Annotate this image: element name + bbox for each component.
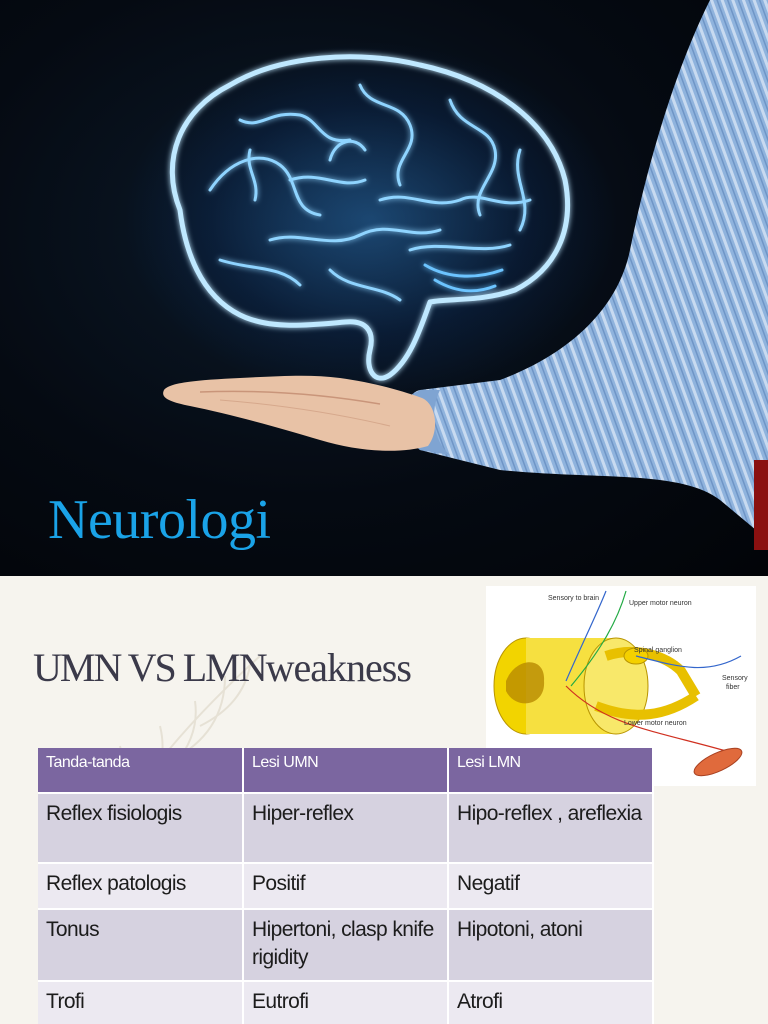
table-row: Trofi Eutrofi Atrofi (38, 980, 654, 1024)
label-sensory-fiber-1: Sensory (722, 675, 748, 682)
table-cell: Trofi (38, 980, 244, 1024)
table-cell: Atrofi (448, 980, 654, 1024)
title-part-2: weakness (265, 645, 412, 690)
table-cell: Hipertoni, clasp knife rigidity (243, 908, 449, 981)
table-cell: Hipo-reflex , areflexia (448, 792, 654, 863)
table-cell: Negatif (448, 862, 654, 909)
label-lower-motor-neuron: Lower motor neuron (624, 720, 687, 727)
label-spinal-ganglion: Spinal ganglion (634, 647, 682, 654)
table-cell: Hiper-reflex (243, 792, 449, 863)
table-header-cell: Lesi LMN (448, 748, 654, 793)
table-row: Reflex fisiologis Hiper-reflex Hipo-refl… (38, 792, 654, 863)
slide-neurologi: Neurologi (0, 0, 768, 576)
slide-title: Neurologi (48, 489, 271, 551)
table-row: Tonus Hipertoni, clasp knife rigidity Hi… (38, 908, 654, 981)
table-cell: Reflex patologis (38, 862, 244, 909)
glowing-brain-image (169, 54, 571, 381)
table-cell: Positif (243, 862, 449, 909)
table-row: Reflex patologis Positif Negatif (38, 862, 654, 909)
table-cell: Reflex fisiologis (38, 792, 244, 863)
table-cell: Eutrofi (243, 980, 449, 1024)
table-cell: Hipotoni, atoni (448, 908, 654, 981)
table-cell: Tonus (38, 908, 244, 981)
table-header-cell: Tanda-tanda (38, 748, 244, 793)
label-upper-motor-neuron: Upper motor neuron (629, 600, 692, 607)
label-sensory-to-brain: Sensory to brain (548, 595, 599, 602)
table-header-cell: Lesi UMN (243, 748, 449, 793)
label-sensory-fiber-2: fiber (726, 684, 740, 691)
open-hand-image (163, 375, 436, 451)
title-part-1: UMN VS LMN (33, 645, 268, 690)
umn-lmn-comparison-table: Tanda-tanda Lesi UMN Lesi LMN Reflex fis… (38, 748, 654, 1024)
slide-title: UMN VS LMNweakness (33, 644, 412, 691)
table-header-row: Tanda-tanda Lesi UMN Lesi LMN (38, 748, 654, 793)
slide-umn-vs-lmn: UMN VS LMNweakness Sensory to brain Uppe… (0, 576, 768, 1024)
